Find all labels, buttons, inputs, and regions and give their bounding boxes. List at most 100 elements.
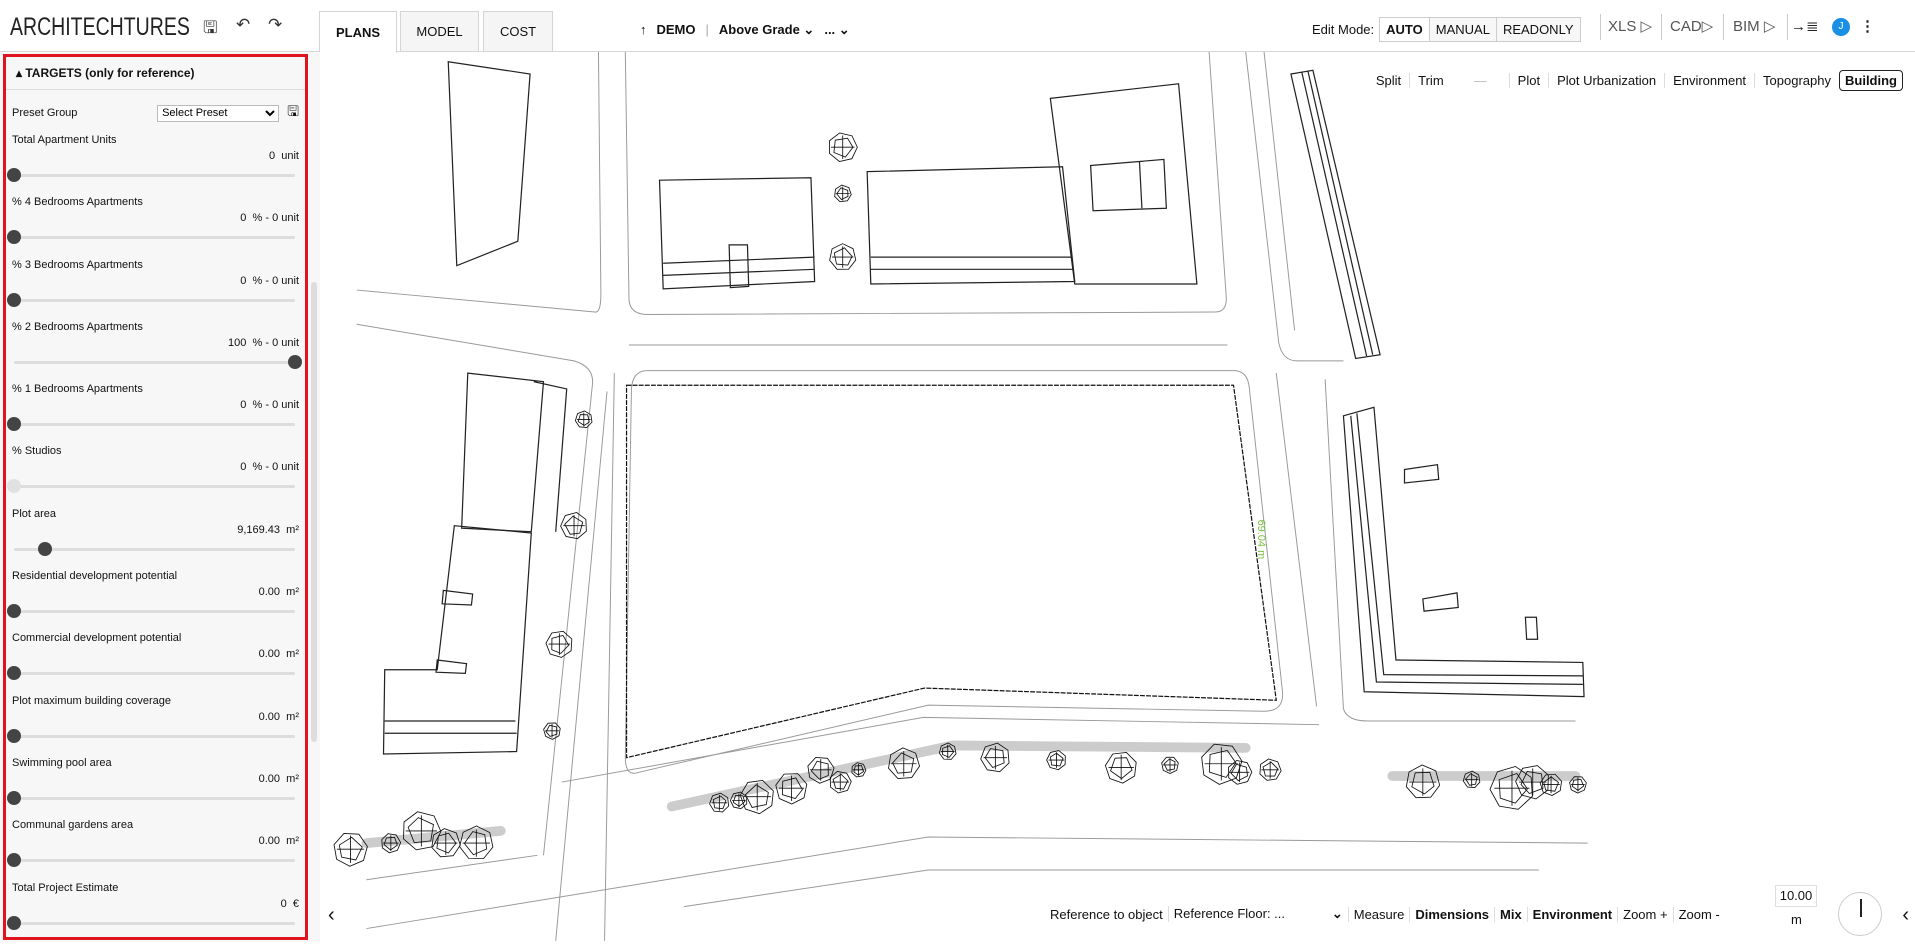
undo-icon[interactable]: ↶ bbox=[236, 15, 251, 34]
zoom-out-button[interactable]: Zoom - bbox=[1672, 906, 1725, 922]
mode-auto[interactable]: AUTO bbox=[1380, 18, 1430, 41]
field-slider[interactable] bbox=[7, 479, 295, 494]
export-bim-button[interactable]: BIM ▷ bbox=[1733, 18, 1776, 35]
redo-icon[interactable]: ↷ bbox=[268, 15, 283, 34]
field-slider[interactable] bbox=[7, 604, 295, 619]
field-slider[interactable] bbox=[7, 790, 295, 805]
slider-thumb[interactable] bbox=[7, 230, 21, 245]
field-value: 9,169.43 m² bbox=[12, 524, 299, 536]
grade-dropdown[interactable]: Above Grade ⌄ bbox=[718, 22, 815, 37]
reference-to-object-button[interactable]: Reference to object bbox=[1050, 906, 1163, 922]
value-number: 0 bbox=[240, 212, 247, 225]
save-icon[interactable]: 🖫 bbox=[203, 18, 218, 37]
xls-label: XLS bbox=[1608, 18, 1637, 35]
mix-button[interactable]: Mix bbox=[1494, 906, 1527, 922]
mode-manual[interactable]: MANUAL bbox=[1430, 18, 1497, 41]
preset-select[interactable]: Select Preset bbox=[157, 104, 280, 122]
layer-trim[interactable]: Trim bbox=[1409, 73, 1452, 88]
floor-label: ... bbox=[824, 22, 836, 37]
field-slider[interactable] bbox=[14, 541, 295, 556]
tab-model[interactable]: MODEL bbox=[400, 11, 479, 52]
target-field: Plot area 9,169.43 m² bbox=[6, 498, 305, 560]
layer-split[interactable]: Split bbox=[1375, 73, 1402, 88]
field-label: Total Project Estimate bbox=[12, 881, 119, 894]
save-preset-icon[interactable]: 🖫 bbox=[287, 103, 299, 119]
tree-symbol bbox=[1462, 770, 1481, 789]
field-label: % 1 Bedrooms Apartments bbox=[12, 383, 143, 396]
floor-dropdown[interactable]: ... ⌄ bbox=[824, 22, 850, 37]
field-slider[interactable] bbox=[7, 728, 295, 743]
slider-thumb[interactable] bbox=[288, 354, 302, 369]
reference-floor-select[interactable]: Reference Floor: ...⌄ bbox=[1167, 906, 1348, 922]
environment-button[interactable]: Environment bbox=[1526, 906, 1617, 922]
export-xls-button[interactable]: XLS ▷ bbox=[1608, 18, 1653, 35]
value-number: 0.00 bbox=[258, 772, 281, 785]
layer-topography[interactable]: Topography bbox=[1754, 73, 1839, 88]
slider-thumb[interactable] bbox=[7, 292, 21, 307]
value-unit: % - 0 unit bbox=[252, 336, 299, 349]
layer-plot[interactable]: Plot bbox=[1508, 73, 1548, 88]
field-slider[interactable] bbox=[7, 417, 295, 432]
value-number: 100 bbox=[228, 336, 247, 349]
slider-thumb[interactable] bbox=[7, 417, 21, 432]
bottom-toolbar: Reference to object Reference Floor: ...… bbox=[1045, 906, 1725, 922]
layer-plot-urbanization[interactable]: Plot Urbanization bbox=[1548, 73, 1664, 88]
scale-input[interactable]: 10.00 bbox=[1775, 885, 1817, 907]
slider-thumb[interactable] bbox=[7, 604, 21, 619]
tree-symbol bbox=[829, 243, 857, 270]
logo: ARCHITECHTURES bbox=[10, 13, 190, 41]
value-number: 0 bbox=[269, 150, 276, 162]
project-name[interactable]: DEMO bbox=[656, 22, 696, 37]
tree-symbol bbox=[775, 773, 808, 805]
tab-plans[interactable]: PLANS bbox=[319, 11, 397, 53]
layer-environment[interactable]: Environment bbox=[1664, 73, 1754, 88]
field-label: Swimming pool area bbox=[12, 756, 112, 769]
slider-thumb[interactable] bbox=[7, 728, 21, 743]
grade-label: Above Grade bbox=[718, 22, 800, 37]
layer-building[interactable]: Building bbox=[1839, 70, 1903, 91]
cad-label: CAD bbox=[1670, 18, 1702, 35]
field-slider[interactable] bbox=[7, 292, 295, 307]
field-slider[interactable] bbox=[7, 666, 295, 681]
export-cad-button[interactable]: CAD▷ bbox=[1670, 18, 1714, 35]
value-unit: m² bbox=[286, 648, 299, 661]
expand-panel-icon[interactable]: ‹ bbox=[1902, 904, 1909, 926]
value-number: 0.00 bbox=[258, 648, 281, 661]
target-field: % 3 Bedrooms Apartments 0 % - 0 unit bbox=[6, 249, 305, 311]
slider-thumb[interactable] bbox=[7, 790, 21, 805]
value-unit: % - 0 unit bbox=[252, 212, 299, 225]
slider-thumb[interactable] bbox=[7, 168, 21, 182]
measure-button[interactable]: Measure bbox=[1347, 906, 1410, 922]
targets-header[interactable]: ▴ TARGETS (only for reference) bbox=[6, 57, 305, 90]
tree-symbol bbox=[574, 410, 593, 428]
field-slider[interactable] bbox=[7, 168, 295, 182]
site-plan[interactable]: 69.04 m bbox=[320, 51, 1915, 942]
slider-thumb[interactable] bbox=[7, 666, 21, 681]
slider-thumb[interactable] bbox=[37, 541, 52, 556]
layer--[interactable]: — bbox=[1473, 73, 1487, 88]
targets-title: TARGETS (only for reference) bbox=[25, 66, 195, 80]
field-slider[interactable] bbox=[7, 915, 295, 930]
dimensions-button[interactable]: Dimensions bbox=[1409, 906, 1494, 922]
collapse-panel-icon[interactable]: →≣ bbox=[1791, 18, 1819, 35]
field-slider[interactable] bbox=[7, 853, 295, 868]
tab-cost[interactable]: COST bbox=[483, 11, 553, 52]
targets-panel: ▴ TARGETS (only for reference) Preset Gr… bbox=[3, 54, 308, 940]
tree-symbol bbox=[1161, 756, 1179, 774]
slider-thumb[interactable] bbox=[7, 853, 21, 868]
buildings bbox=[382, 61, 1585, 755]
field-slider[interactable] bbox=[14, 354, 302, 369]
avatar[interactable]: J bbox=[1832, 18, 1850, 36]
zoom-in-button[interactable]: Zoom + bbox=[1617, 906, 1672, 922]
sidebar-scrollbar[interactable] bbox=[311, 282, 317, 742]
tree-symbol bbox=[333, 833, 368, 867]
more-menu-icon[interactable]: ⋮ bbox=[1860, 18, 1875, 35]
slider-thumb[interactable] bbox=[7, 479, 21, 494]
slider-thumb[interactable] bbox=[7, 915, 21, 930]
mode-readonly[interactable]: READONLY bbox=[1502, 22, 1574, 37]
preset-label: Preset Group bbox=[12, 107, 78, 119]
field-slider[interactable] bbox=[7, 230, 295, 245]
compass-icon[interactable] bbox=[1838, 892, 1882, 936]
collapse-sidebar-icon[interactable]: ‹ bbox=[328, 904, 335, 926]
